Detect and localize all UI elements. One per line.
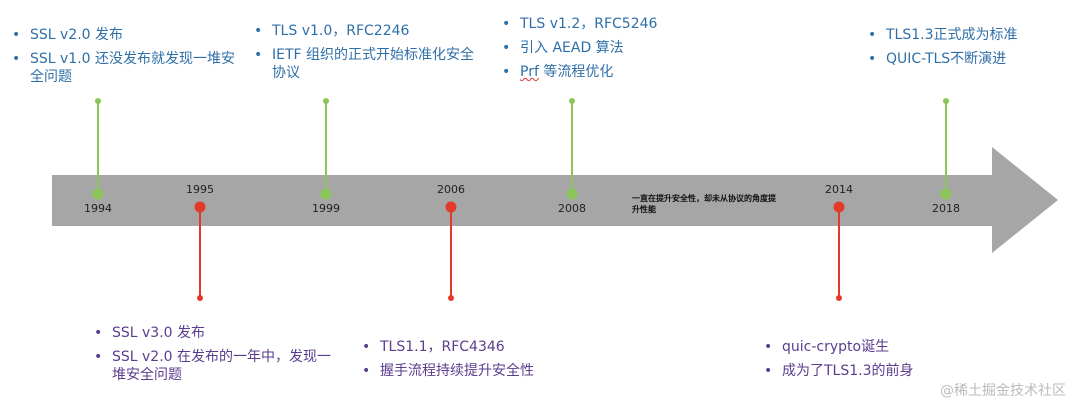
milestone-item: TLS1.1，RFC4346	[358, 338, 588, 356]
milestone-item: Prf 等流程优化	[498, 63, 698, 81]
milestone-end-dot-2018	[943, 98, 949, 104]
milestone-item: 握手流程持续提升安全性	[358, 362, 588, 380]
milestone-2014-text: quic-crypto诞生 成为了TLS1.3的前身	[760, 338, 960, 386]
milestone-1994-text: SSL v2.0 发布 SSL v1.0 还没发布就发现一堆安全问题	[8, 26, 248, 92]
milestone-item: SSL v2.0 在发布的一年中，发现一堆安全问题	[90, 348, 335, 384]
milestone-item: TLS1.3正式成为标准	[864, 26, 1064, 44]
timeline-arrow	[52, 147, 1058, 253]
milestone-end-dot-2008	[569, 98, 575, 104]
milestone-dot-1999	[320, 188, 332, 200]
milestone-item: TLS v1.2，RFC5246	[498, 15, 698, 33]
milestone-2006-text: TLS1.1，RFC4346 握手流程持续提升安全性	[358, 338, 588, 386]
milestone-dot-1994	[92, 188, 104, 200]
milestone-2008-text: TLS v1.2，RFC5246 引入 AEAD 算法 Prf 等流程优化	[498, 15, 698, 87]
milestone-item: IETF 组织的正式开始标准化安全协议	[250, 46, 475, 82]
milestone-end-dot-1999	[323, 98, 329, 104]
year-label-2008: 2008	[558, 202, 586, 215]
milestone-2018-text: TLS1.3正式成为标准 QUIC-TLS不断演进	[864, 26, 1064, 74]
year-label-2018: 2018	[932, 202, 960, 215]
milestone-end-dot-1995	[197, 295, 203, 301]
milestone-item: 引入 AEAD 算法	[498, 39, 698, 57]
milestone-end-dot-2014	[836, 295, 842, 301]
milestone-item: SSL v3.0 发布	[90, 324, 335, 342]
milestone-item: SSL v2.0 发布	[8, 26, 248, 44]
milestone-dot-2006	[445, 201, 457, 213]
milestone-item: QUIC-TLS不断演进	[864, 50, 1064, 68]
year-label-1999: 1999	[312, 202, 340, 215]
year-label-1995: 1995	[186, 183, 214, 196]
year-label-2014: 2014	[825, 183, 853, 196]
year-label-2006: 2006	[437, 183, 465, 196]
prf-wavy-text: Prf	[520, 64, 539, 80]
year-label-1994: 1994	[84, 202, 112, 215]
milestone-item: quic-crypto诞生	[760, 338, 960, 356]
milestone-dot-2018	[940, 188, 952, 200]
milestone-dot-1995	[194, 201, 206, 213]
milestone-item: 成为了TLS1.3的前身	[760, 362, 960, 380]
milestone-end-dot-1994	[95, 98, 101, 104]
watermark: @稀土掘金技术社区	[940, 383, 1066, 399]
milestone-end-dot-2006	[448, 295, 454, 301]
milestone-1999-text: TLS v1.0，RFC2246 IETF 组织的正式开始标准化安全协议	[250, 22, 475, 88]
milestone-1995-text: SSL v3.0 发布 SSL v2.0 在发布的一年中，发现一堆安全问题	[90, 324, 335, 390]
milestone-item: SSL v1.0 还没发布就发现一堆安全问题	[8, 50, 248, 86]
milestone-dot-2008	[566, 188, 578, 200]
milestone-item: TLS v1.0，RFC2246	[250, 22, 475, 40]
arrow-note: 一直在提升安全性，却未从协议的角度提升性能	[632, 194, 776, 214]
milestone-dot-2014	[833, 201, 845, 213]
